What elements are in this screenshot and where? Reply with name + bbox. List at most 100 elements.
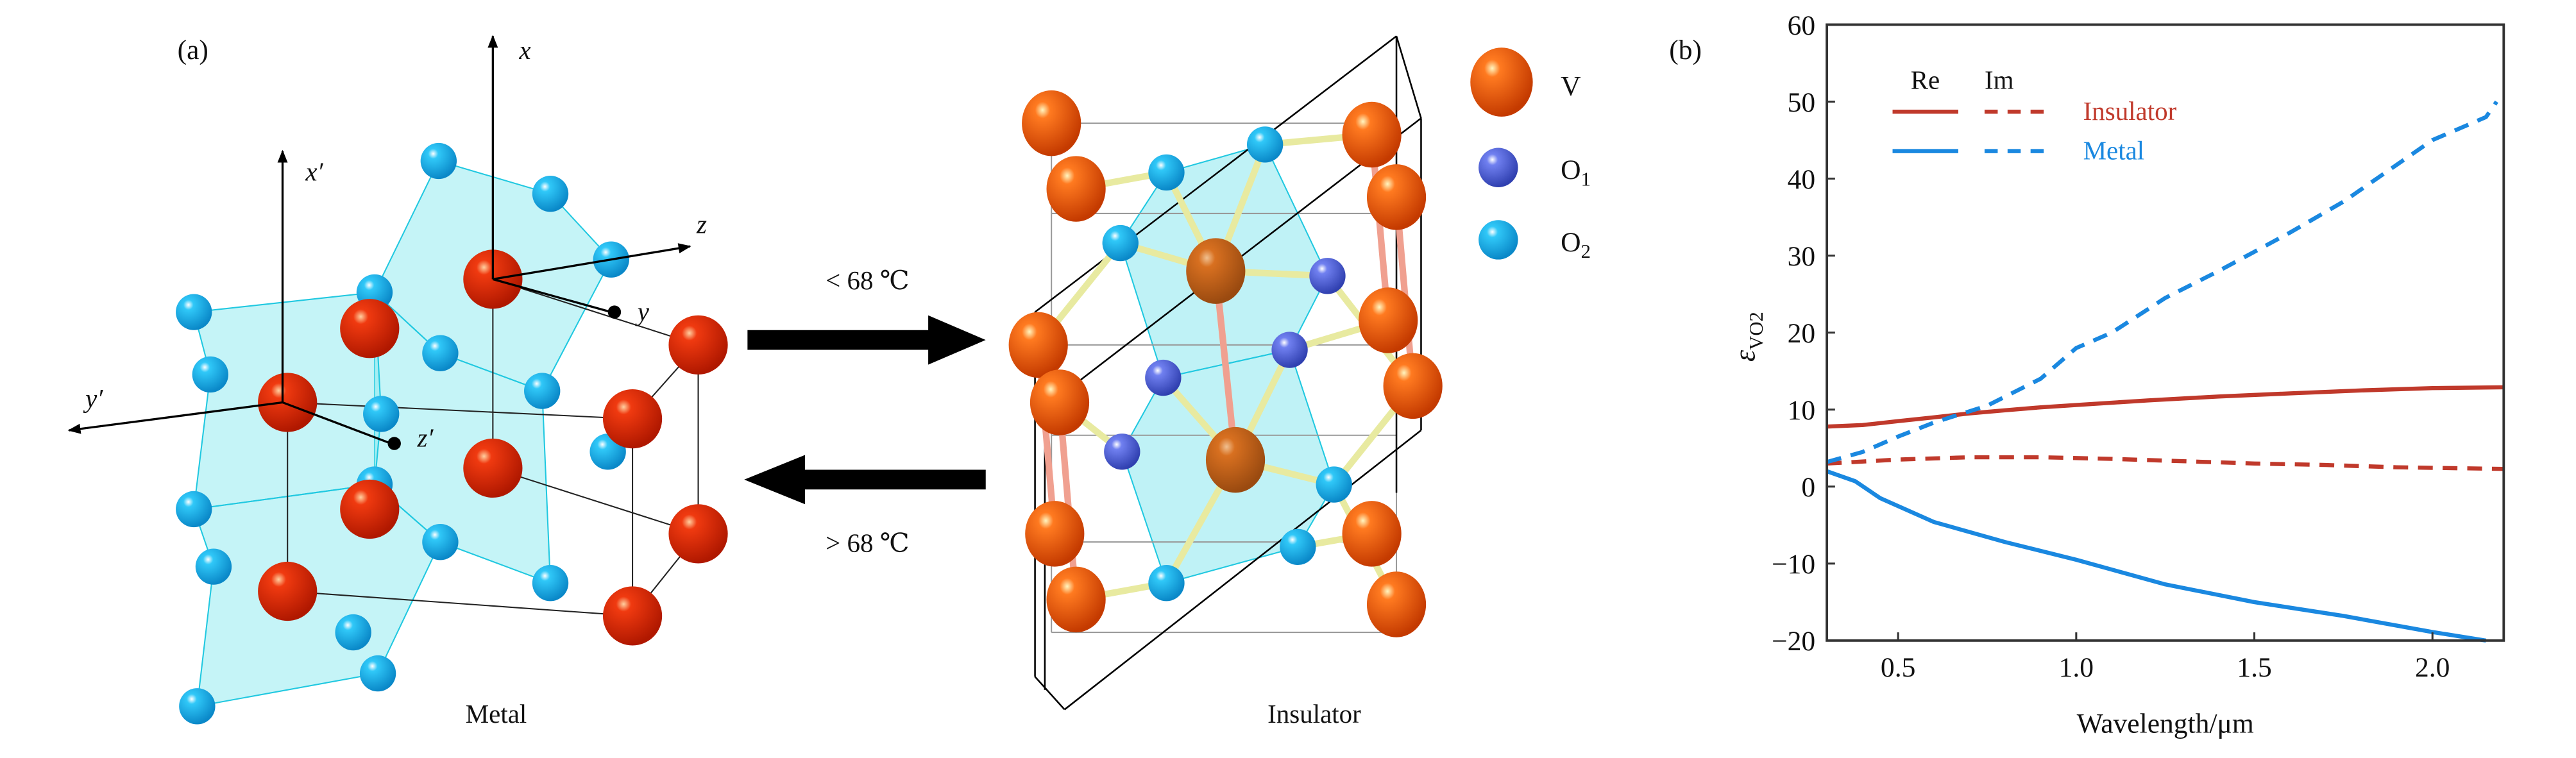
legend-o2-atom-icon [1479, 220, 1518, 260]
axis-y-prime-label: y′ [83, 383, 103, 413]
arrow-heat-label: > 68 ℃ [826, 528, 909, 558]
x-tick-label: 0.5 [1881, 652, 1915, 683]
insulator-structure: Insulator [1008, 35, 1443, 729]
arrow-cool-label: < 68 ℃ [826, 265, 909, 295]
o2-atom [1102, 224, 1139, 262]
o2-atom [1148, 565, 1185, 602]
metal-cell-edge [287, 401, 633, 420]
series-insulator-re [1826, 385, 2504, 429]
axis-x-label: x [518, 35, 530, 65]
metal-atoms [176, 142, 728, 725]
v-atom [1025, 501, 1085, 567]
v-atom [668, 504, 728, 564]
v-atom [463, 438, 523, 498]
series-insulator-im [1826, 455, 2504, 471]
legend-v-label: V [1561, 71, 1580, 102]
y-tick-label: −20 [1772, 626, 1815, 657]
legend-v-atom-icon [1470, 47, 1533, 117]
v-atom [1186, 238, 1246, 304]
y-tick-label: 10 [1788, 395, 1816, 426]
o2-atom [1280, 528, 1316, 566]
o1-atom [1145, 359, 1182, 396]
o2-atom [524, 373, 561, 409]
o2-atom [532, 565, 569, 602]
legend-header-im: Im [1985, 65, 2014, 94]
o2-atom [176, 294, 212, 330]
axis-x-prime-label: x′ [305, 157, 323, 187]
chart-legend: Re Im Insulator Metal [1892, 65, 2177, 165]
o2-atom [359, 655, 396, 692]
o2-atom [532, 176, 569, 212]
v-atom [340, 299, 400, 358]
metal-structure: x x′ z y y′ z′ Metal [67, 35, 728, 729]
y-tick-label: 0 [1801, 472, 1815, 503]
o2-atom [195, 548, 232, 585]
o2-atom [422, 335, 459, 371]
legend-o1-label: O1 [1561, 155, 1591, 190]
axis-z-label: z [696, 210, 707, 239]
arrow-right-icon [747, 315, 986, 365]
transition-arrows: < 68 ℃ > 68 ℃ [744, 265, 986, 558]
v-atom [1366, 571, 1427, 637]
o2-atom [363, 396, 400, 432]
insulator-label: Insulator [1267, 699, 1361, 729]
y-tick-label: 30 [1788, 241, 1816, 272]
series-metal-re [1826, 469, 2487, 643]
legend-insulator-label: Insulator [2083, 96, 2177, 126]
panel-b-label: (b) [1669, 35, 1702, 65]
x-tick-label: 1.5 [2237, 652, 2271, 683]
axis-y-label: y [635, 296, 650, 326]
y-tick-label: 50 [1788, 87, 1816, 118]
x-axis-label: Wavelength/μm [2077, 708, 2254, 739]
v-atom [602, 586, 663, 646]
metal-cell-edge [287, 591, 633, 617]
o2-atom [179, 688, 216, 725]
legend-o2-label: O2 [1561, 227, 1591, 262]
series-metal-im [1826, 100, 2498, 464]
legend-o1-atom-icon [1479, 147, 1518, 187]
x-tick-label: 1.0 [2059, 652, 2094, 683]
v-atom [1342, 101, 1402, 168]
metal-polyhedron [192, 484, 441, 707]
insulator-cell-edge [1034, 35, 1397, 313]
v-atom [1046, 156, 1106, 222]
v-atom [340, 479, 400, 539]
v-atom [602, 389, 663, 449]
v-atom [1342, 501, 1402, 567]
v-atom [1366, 164, 1427, 230]
permittivity-chart: 0.5 1.0 1.5 2.0 −20 −10 0 10 20 30 40 50 60 Waveleng… [1728, 10, 2505, 739]
o2-atom [422, 524, 459, 560]
v-atom [1046, 566, 1106, 633]
y-axis-dot [607, 305, 622, 319]
insulator-cell-edge [1395, 35, 1422, 119]
atom-legend: V O1 O2 [1470, 47, 1591, 262]
v-v-dimer-bond [1056, 402, 1080, 600]
legend-metal-label: Metal [2083, 135, 2145, 165]
metal-axes [67, 35, 691, 445]
metal-cell-edge [493, 467, 699, 535]
o1-atom [1309, 258, 1346, 294]
v-atom [1205, 426, 1266, 493]
o1-atom [1271, 332, 1308, 368]
v-atom [1359, 287, 1418, 353]
metal-label: Metal [466, 699, 527, 729]
x-tick-label: 2.0 [2415, 652, 2450, 683]
v-atom [1030, 369, 1090, 435]
legend-header-re: Re [1911, 65, 1940, 94]
y-axis-label: εVO2 [1728, 312, 1767, 362]
y-tick-label: 60 [1788, 10, 1816, 41]
o2-atom [1246, 126, 1284, 163]
metal-cell-edge [493, 278, 699, 346]
chart-series [1826, 100, 2504, 643]
o2-atom [176, 491, 212, 528]
y-tick-label: −10 [1772, 549, 1815, 580]
o2-atom [1148, 154, 1185, 191]
v-atom [668, 315, 728, 375]
v-atom [1022, 90, 1081, 156]
v-atom [1383, 353, 1443, 419]
arrow-left-icon [744, 455, 986, 505]
y-tick-label: 40 [1788, 164, 1816, 195]
y-tick-label: 20 [1788, 318, 1816, 349]
panel-a-label: (a) [178, 35, 208, 65]
